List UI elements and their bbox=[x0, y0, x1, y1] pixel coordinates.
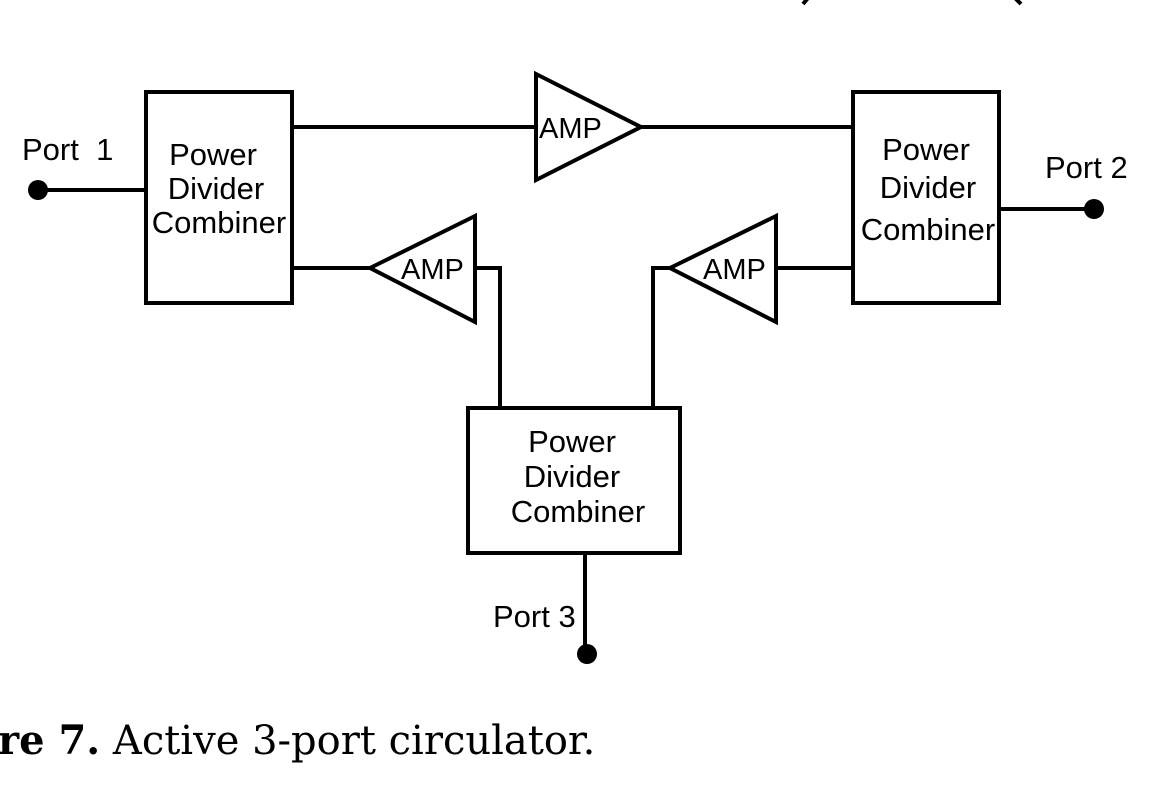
figure-caption-label: re 7. bbox=[0, 717, 100, 764]
figure-caption: re 7. Active 3-port circulator. bbox=[0, 717, 595, 764]
top-amplifier bbox=[534, 70, 646, 184]
right-amplifier-label: AMP bbox=[703, 254, 766, 286]
bottom-block-line3: Combiner bbox=[511, 494, 645, 529]
cropped-header-fragment bbox=[801, 0, 1023, 6]
right-block-line2: Divider bbox=[880, 170, 976, 205]
right-amplifier bbox=[665, 212, 778, 326]
port1-label: Port 1 bbox=[22, 132, 113, 167]
right-amp-feed-wire bbox=[651, 266, 670, 408]
right-block-line1: Power bbox=[882, 132, 970, 167]
left-amp-feed-wire bbox=[475, 266, 502, 408]
bottom-block-line1: Power bbox=[528, 424, 616, 459]
right-power-divider-block bbox=[851, 90, 1001, 305]
left-block-line3: Combiner bbox=[152, 205, 286, 240]
port2-label: Port 2 bbox=[1045, 150, 1128, 185]
left-amplifier bbox=[365, 212, 477, 326]
port2-terminal bbox=[1084, 199, 1104, 219]
port3-terminal bbox=[577, 644, 597, 664]
port3-label: Port 3 bbox=[493, 599, 576, 634]
bottom-block-line2: Divider bbox=[524, 459, 620, 494]
bottom-power-divider-block bbox=[466, 406, 682, 555]
right-block-line3: Combiner bbox=[861, 212, 995, 247]
port1-terminal bbox=[28, 180, 48, 200]
left-block-line2: Divider bbox=[168, 171, 264, 206]
top-amplifier-label: AMP bbox=[539, 113, 602, 145]
left-block-line1: Power bbox=[169, 137, 257, 172]
left-amplifier-label: AMP bbox=[401, 254, 464, 286]
left-power-divider-block bbox=[144, 90, 294, 305]
figure-caption-text: Active 3-port circulator. bbox=[100, 718, 595, 764]
